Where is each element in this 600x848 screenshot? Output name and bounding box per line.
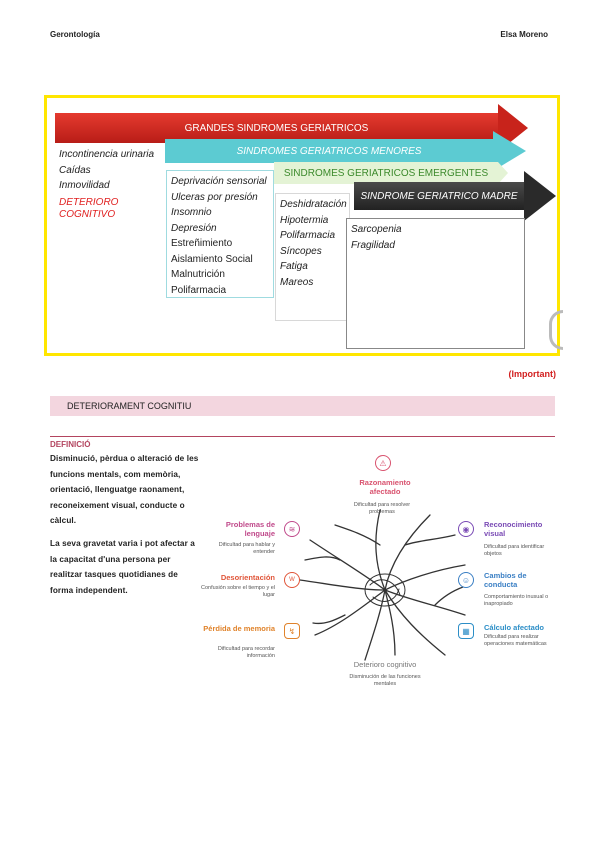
col3-item: Fatiga [280, 259, 345, 275]
important-note: (Important) [509, 369, 557, 379]
col2-item: Ulceras por presión [171, 190, 269, 206]
header-left: Gerontología [50, 30, 100, 39]
compass-icon: W [284, 572, 300, 588]
node-desorientacion-sub: Confusión sobre el tiempo y el lugar [200, 585, 275, 598]
node-conducta-sub: Comportamiento inusual o inapropiado [484, 594, 559, 607]
definition-title: DEFINICIÓ [50, 440, 90, 449]
node-calculo-title: Cálculo afectado [484, 623, 559, 632]
col4-item: Sarcopenia [351, 222, 520, 238]
eye-icon: ◉ [458, 521, 474, 537]
center-title: Deterioro cognitivo [335, 660, 435, 669]
col-grandes: Incontinencia urinaria Caídas Inmovilida… [55, 144, 167, 234]
section-title: DETERIORAMENT COGNITIU [67, 401, 191, 411]
col3-item: Mareos [280, 275, 345, 291]
brain-lines [295, 505, 475, 665]
puzzle-brain-icon: ⚠ [375, 455, 391, 471]
col4-item: Fragilidad [351, 238, 520, 254]
node-lenguaje-sub: Dificultad para hablar y entender [200, 542, 275, 555]
node-conducta-title: Cambios de conducta [484, 571, 559, 589]
banner-menores-label: SINDROMES GERIATRICOS MENORES [237, 146, 422, 157]
node-lenguaje-title: Problemas de lenguaje [200, 520, 275, 538]
col3-item: Hipotermia [280, 213, 345, 229]
banner-madre: SINDROME GERIATRICO MADRE [354, 182, 524, 210]
col2-item: Deprivación sensorial [171, 174, 269, 190]
center-sub: Disminución de las funciones mentales [345, 674, 425, 687]
node-razonamiento-sub: Dificultad para resolver problemas [342, 502, 422, 515]
banner-madre-arrow [524, 171, 556, 221]
col2-item: Insomnio [171, 205, 269, 221]
col2-item: Malnutrición [171, 267, 269, 283]
decorative-arc [549, 310, 563, 350]
col2-item: Depresión [171, 221, 269, 237]
banner-emergentes-label: SINDROMES GERIATRICOS EMERGENTES [284, 168, 488, 179]
node-calculo-sub: Dificultad para realizar operaciones mat… [484, 634, 559, 647]
col1-item: Inmovilidad [59, 178, 163, 194]
col3-item: Deshidratación [280, 197, 345, 213]
banner-madre-label: SINDROME GERIATRICO MADRE [360, 191, 517, 202]
col1-red-item: DETERIORO [59, 197, 163, 209]
person-icon: ☺ [458, 572, 474, 588]
col-menores: Deprivación sensorial Ulceras por presió… [166, 170, 274, 298]
node-visual-sub: Dificultad para identificar objetos [484, 544, 559, 557]
col2-item: Aislamiento Social [171, 252, 269, 268]
col1-item: Incontinencia urinaria [59, 147, 163, 163]
header-right: Elsa Moreno [500, 30, 548, 39]
definition-paragraph-1: Disminució, pèrdua o alteració de les fu… [50, 451, 200, 529]
node-razonamiento-title: Razonamiento afectado [345, 478, 425, 496]
node-memoria-sub: Dificultad para recordar información [200, 646, 275, 659]
banner-emergentes: SINDROMES GERIATRICOS EMERGENTES [274, 162, 498, 184]
banner-emergentes-arrow [498, 162, 508, 184]
node-desorientacion-title: Desorientación [200, 573, 275, 582]
calculator-icon: ▦ [458, 623, 474, 639]
banner-grandes-label: GRANDES SINDROMES GERIATRICOS [185, 123, 369, 134]
document-icon: ↯ [284, 623, 300, 639]
node-memoria-title: Pérdida de memoria [200, 624, 275, 633]
col-madre: Sarcopenia Fragilidad [346, 218, 525, 349]
col1-item: Caídas [59, 163, 163, 179]
section-divider [50, 436, 555, 437]
col1-red-item: COGNITIVO [59, 209, 163, 221]
section-title-bar: DETERIORAMENT COGNITIU [50, 396, 555, 416]
col2-item: Estreñimiento [171, 236, 269, 252]
col3-item: Polifarmacia [280, 228, 345, 244]
definition-paragraph-2: La seva gravetat varia i pot afectar a l… [50, 536, 200, 598]
banner-menores: SINDROMES GERIATRICOS MENORES [165, 139, 493, 163]
node-visual-title: Reconocimiento visual [484, 520, 559, 538]
col-emergentes: Deshidratación Hipotermia Polifarmacia S… [275, 193, 350, 321]
speech-head-icon: ≋ [284, 521, 300, 537]
col3-item: Síncopes [280, 244, 345, 260]
col2-item: Polifarmacia [171, 283, 269, 299]
